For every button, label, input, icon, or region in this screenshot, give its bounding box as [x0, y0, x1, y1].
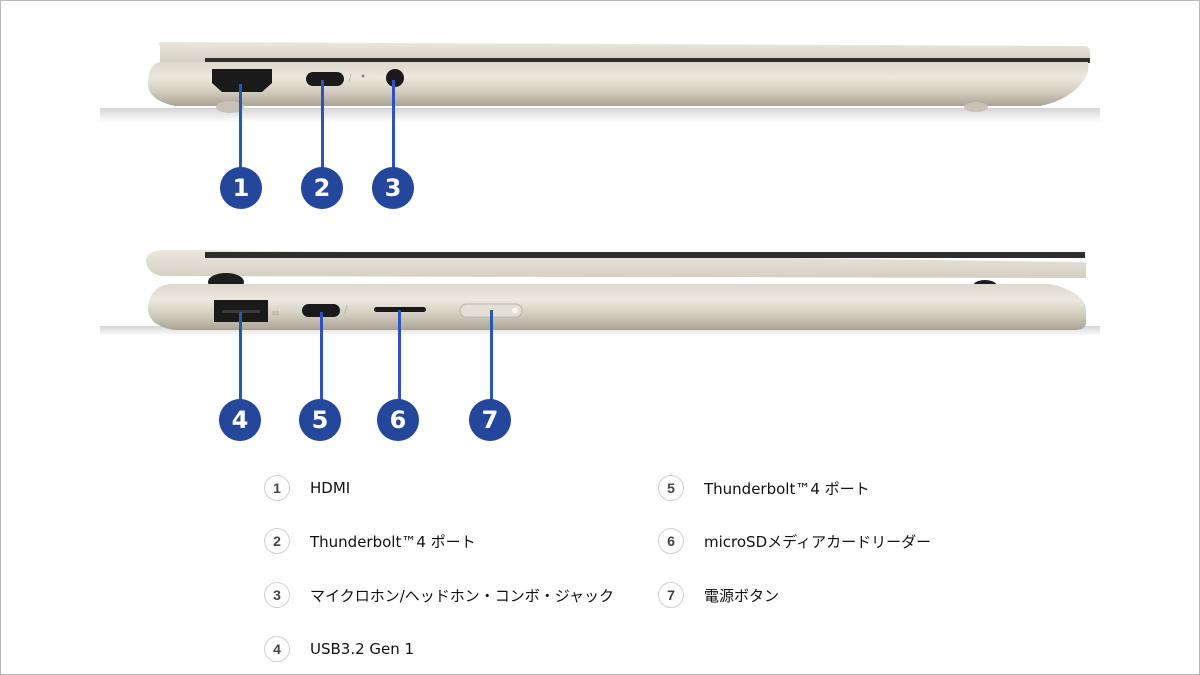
legend-item-4: 4 USB3.2 Gen 1	[264, 634, 414, 664]
legend-number-badge: 1	[264, 475, 290, 501]
leader-line-7	[490, 310, 493, 402]
leader-line-4	[239, 312, 242, 402]
legend-item-6: 6 microSDメディアカードリーダー	[658, 526, 931, 556]
legend-number-badge: 2	[264, 528, 290, 554]
legend-label: USB3.2 Gen 1	[310, 640, 415, 658]
legend-label: 電源ボタン	[704, 586, 780, 605]
legend-number-badge: 6	[658, 528, 684, 554]
legend-item-5: 5 Thunderbolt™4 ポート	[658, 473, 870, 503]
thunderbolt-port-right	[302, 304, 340, 317]
laptop-right-side-view: ss	[100, 250, 1100, 336]
legend-item-1: 1 HDMI	[264, 473, 350, 503]
callout-marker-4: 4	[219, 399, 261, 441]
leader-line-2	[321, 80, 324, 170]
callout-marker-2: 2	[301, 167, 343, 209]
legend-number-badge: 3	[264, 582, 290, 608]
legend-label: Thunderbolt™4 ポート	[704, 479, 870, 498]
hdmi-port	[212, 69, 272, 92]
legend-item-3: 3 マイクロホン/ヘッドホン・コンボ・ジャック	[264, 580, 614, 610]
legend-number-badge: 4	[264, 636, 290, 662]
callout-marker-3: 3	[372, 167, 414, 209]
audio-jack	[386, 69, 404, 87]
legend-label: HDMI	[310, 479, 351, 497]
callout-marker-7: 7	[469, 399, 511, 441]
legend-label: Thunderbolt™4 ポート	[310, 532, 476, 551]
callout-marker-6: 6	[377, 399, 419, 441]
legend-item-2: 2 Thunderbolt™4 ポート	[264, 526, 476, 556]
laptop-left-side-view	[100, 42, 1100, 122]
leader-line-6	[398, 310, 401, 402]
legend-number-badge: 7	[658, 582, 684, 608]
leader-line-3	[392, 80, 395, 170]
microsd-slot	[374, 307, 426, 312]
callout-marker-1: 1	[220, 167, 262, 209]
leader-line-1	[239, 84, 242, 170]
legend-number-badge: 5	[658, 475, 684, 501]
legend-item-7: 7 電源ボタン	[658, 580, 779, 610]
callout-marker-5: 5	[299, 399, 341, 441]
thunderbolt-port	[306, 72, 344, 86]
svg-text:ss: ss	[272, 309, 280, 317]
legend-label: マイクロホン/ヘッドホン・コンボ・ジャック	[310, 586, 615, 605]
leader-line-5	[320, 312, 323, 402]
legend-label: microSDメディアカードリーダー	[704, 532, 932, 551]
